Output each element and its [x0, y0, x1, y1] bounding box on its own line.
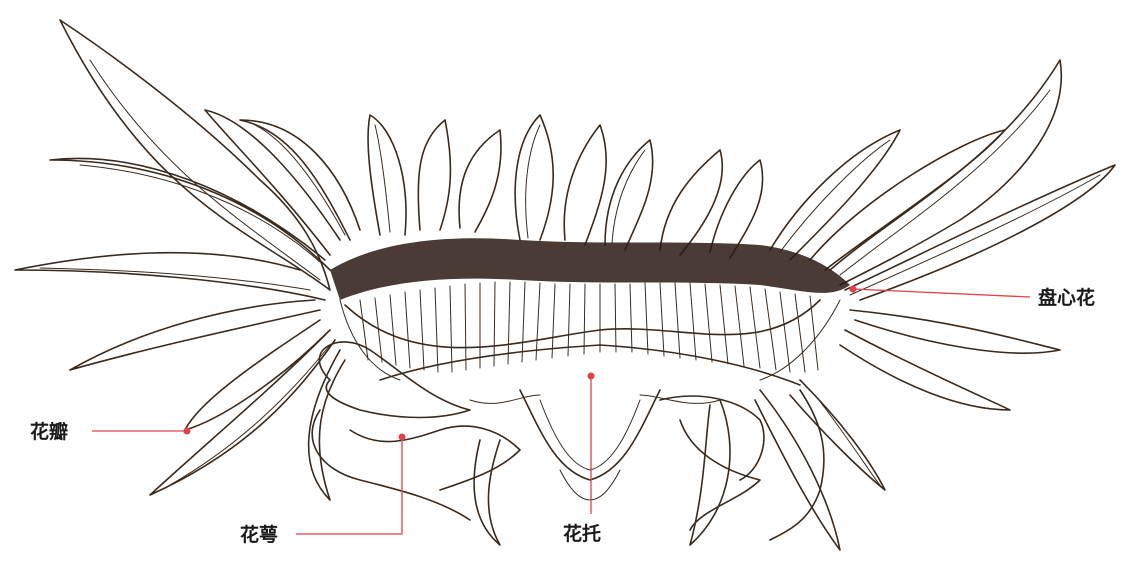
petals-illustration [15, 20, 1115, 550]
disc-florets-label: 盘心花 [1038, 286, 1095, 309]
receptacle-label: 花托 [563, 522, 601, 545]
disc-florets-illustration [330, 238, 850, 380]
sepal-leader-line [296, 437, 402, 534]
petal-label: 花瓣 [30, 420, 68, 443]
sepals-illustration [312, 342, 824, 545]
receptacle-illustration [380, 345, 800, 480]
label-petal-group: 花瓣 [30, 420, 191, 443]
label-receptacle-group: 花托 [563, 373, 601, 546]
label-disc-florets-group: 盘心花 [850, 286, 1096, 310]
label-sepal-group: 花萼 [240, 434, 406, 547]
sepal-label: 花萼 [240, 523, 278, 546]
